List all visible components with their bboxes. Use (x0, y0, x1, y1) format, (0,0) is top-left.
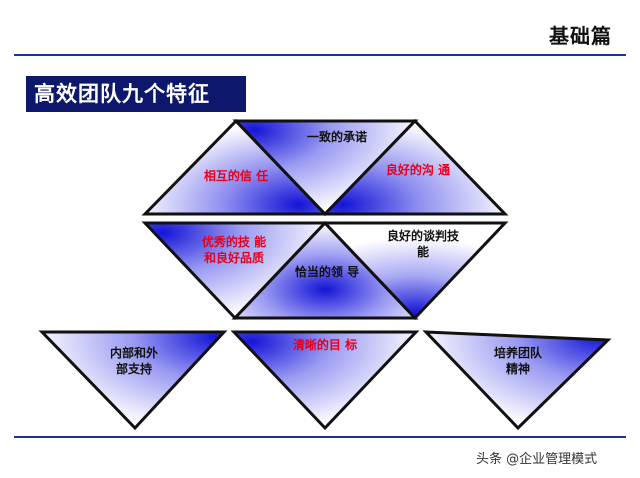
label-clear-goals: 清晰的目 标 (293, 337, 357, 352)
section-title: 基础篇 (549, 24, 612, 48)
top-divider (14, 54, 626, 56)
label-good-communication: 良好的沟 通 (386, 162, 450, 177)
watermark-text: 头条 @企业管理模式 (476, 452, 598, 467)
label-support-line2: 部支持 (116, 361, 152, 376)
label-proper-leadership: 恰当的领 导 (295, 264, 359, 279)
label-support-line1: 内部和外 (110, 345, 158, 360)
triangle-negotiation (321, 221, 509, 321)
label-shared-commitment: 一致的承诺 (307, 129, 367, 144)
label-skills-line2: 和良好品质 (203, 250, 264, 265)
label-mutual-trust: 相互的信 任 (204, 168, 268, 183)
triangle-clear-goals (230, 330, 420, 431)
label-team-spirit-line1: 培养团队 (494, 345, 543, 360)
triangle-support (38, 330, 228, 431)
label-team-spirit-line2: 精神 (506, 361, 530, 376)
bottom-divider (14, 436, 626, 438)
label-negotiation-line2: 能 (417, 244, 429, 259)
triangle-team-spirit (422, 330, 612, 431)
triangle-good-communication (321, 118, 509, 216)
slide-heading: 高效团队九个特征 (26, 76, 246, 112)
label-negotiation-line1: 良好的谈判技 (387, 228, 460, 243)
label-skills-line1: 优秀的技 能 (202, 234, 266, 249)
